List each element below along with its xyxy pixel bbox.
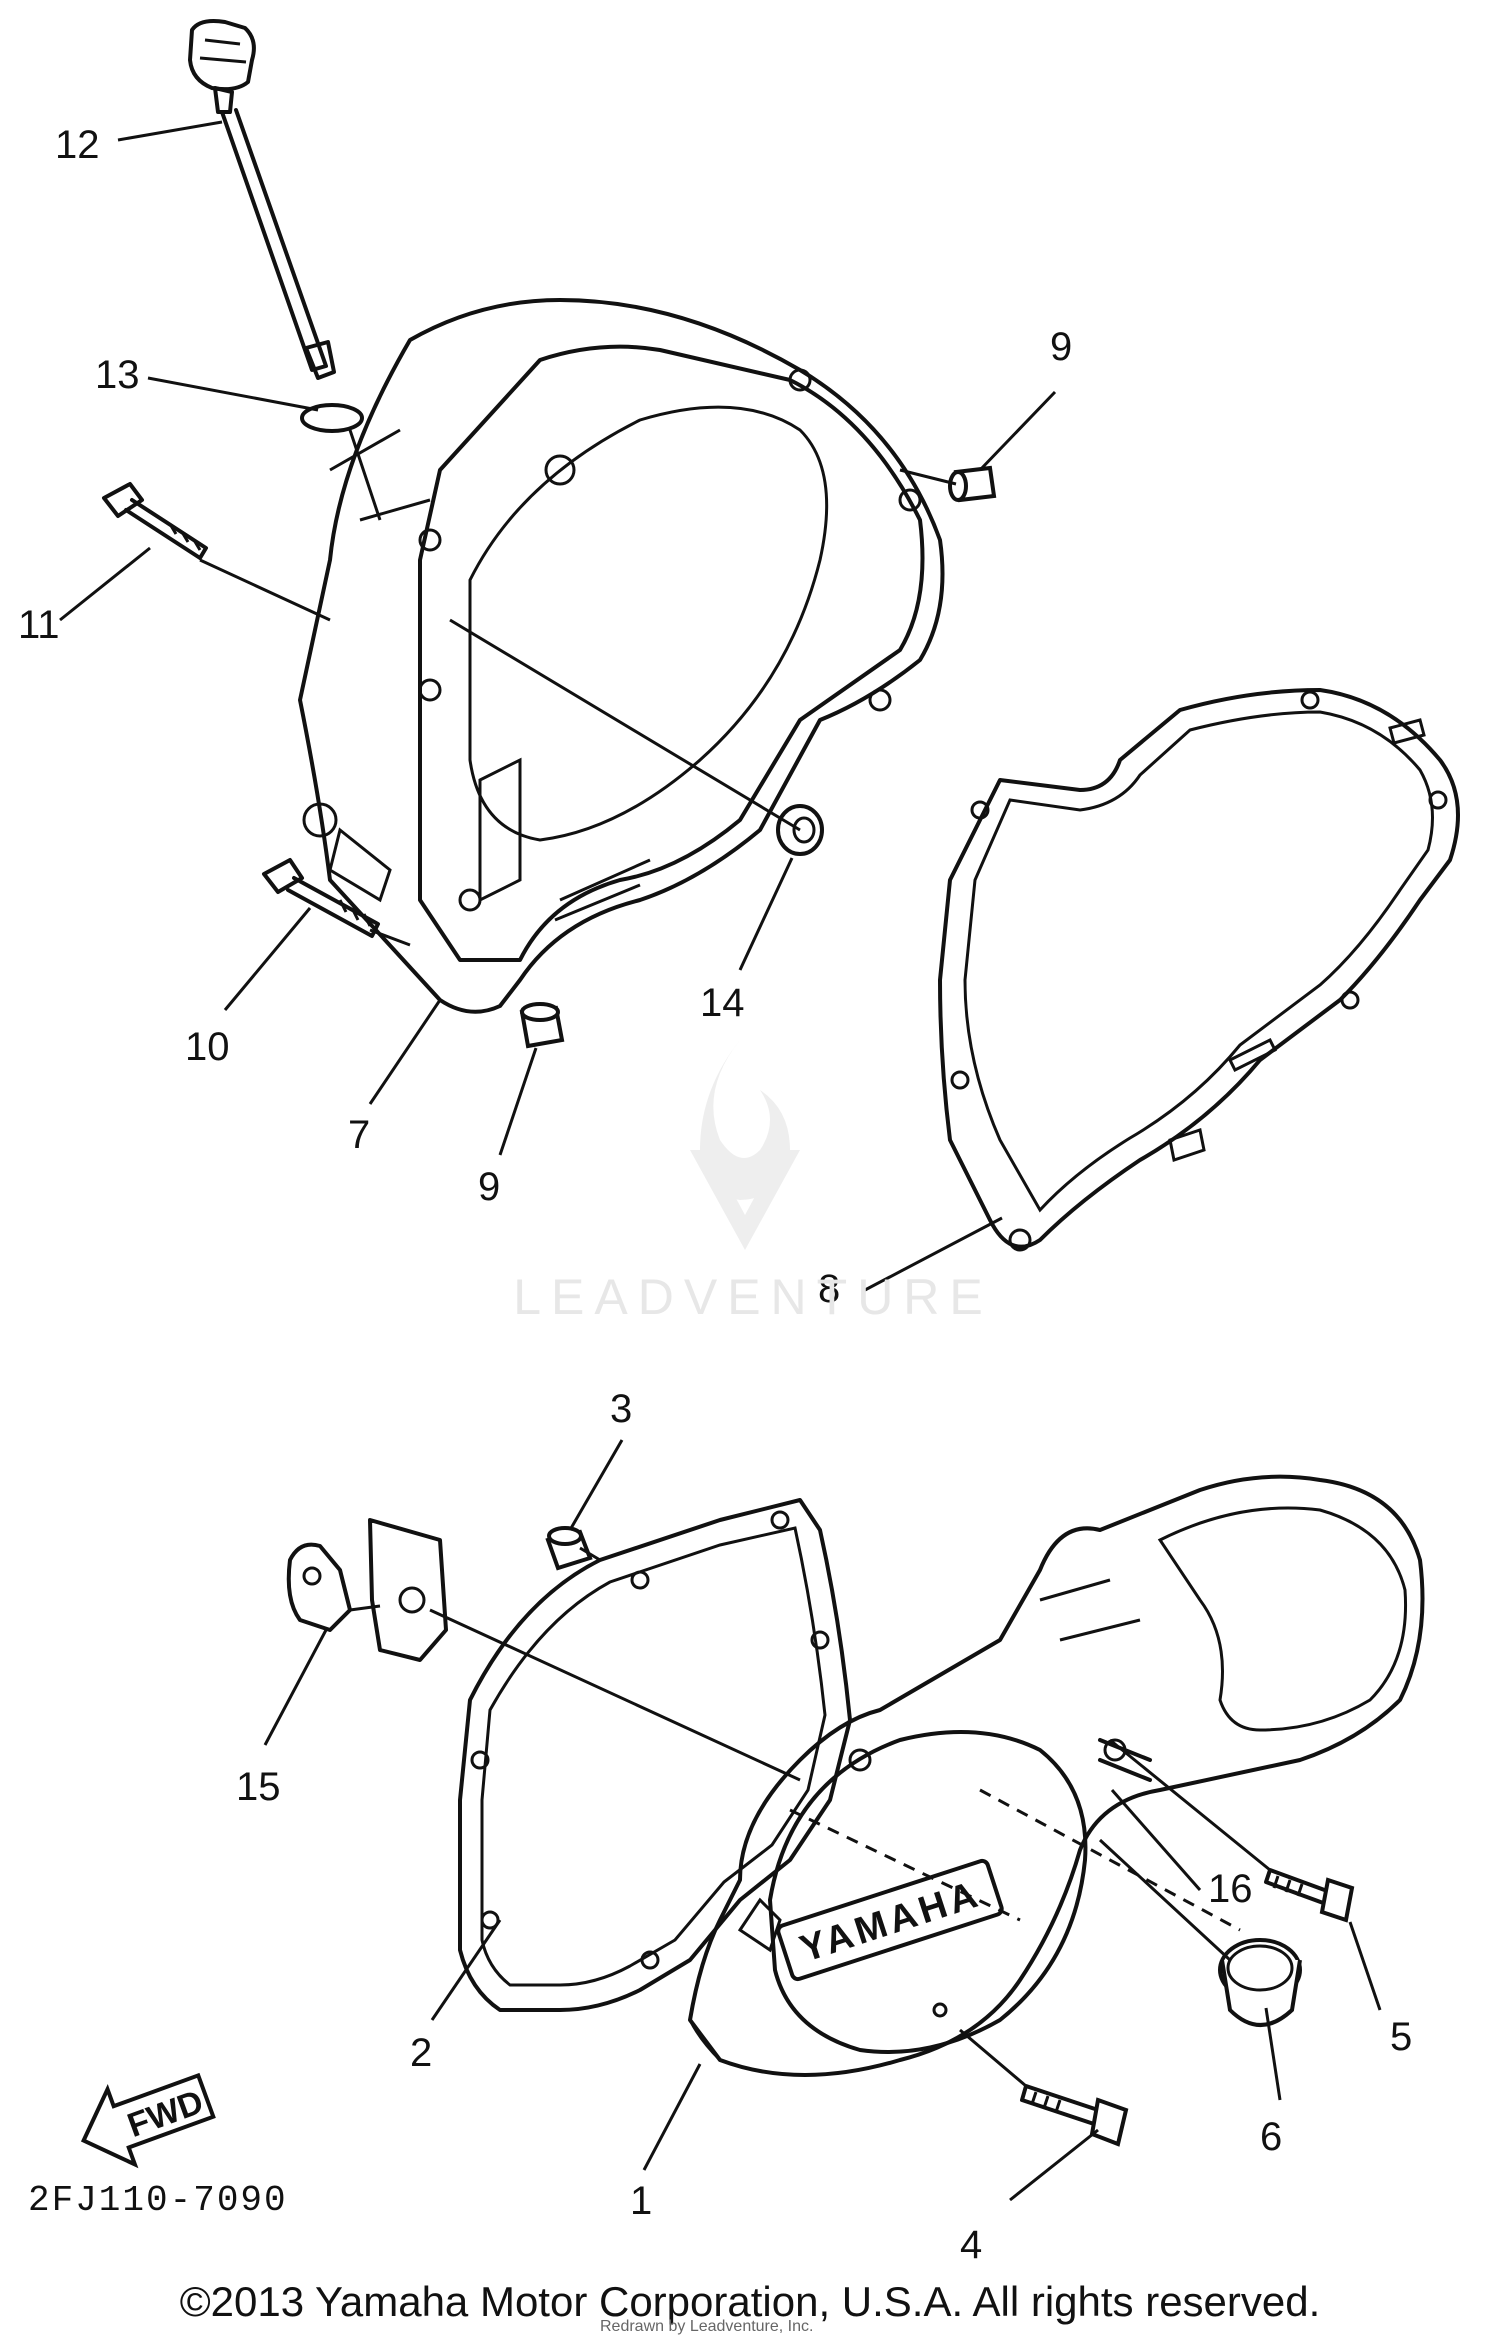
part-12-dipstick: [188, 19, 336, 380]
callout-7: 7: [348, 1113, 370, 1157]
part-2-cover-gasket: [458, 1498, 852, 2012]
callout-3: 3: [610, 1387, 632, 1431]
assembly-line-1: [789, 1788, 1241, 1932]
part-13-o-ring: [300, 403, 364, 433]
part-6-cap: [1218, 1938, 1302, 2027]
callout-leaders: [59, 120, 1382, 2202]
part-7-crankcase-cover: [298, 298, 945, 1014]
leadventure-logo-icon: [690, 1040, 800, 1250]
watermark-text: LEADVENTURE: [513, 1269, 993, 1325]
part-15-bracket: [286, 1518, 448, 1662]
part-16-pin: [1098, 1738, 1152, 1782]
callout-10: 10: [185, 1025, 230, 1069]
part-11-bolt: [102, 482, 208, 560]
callout-12: 12: [55, 123, 100, 167]
callout-14: 14: [700, 981, 745, 1025]
part-3-grommet: [545, 1526, 593, 1571]
callout-13: 13: [95, 353, 140, 397]
part-9-dowel-pin-upper: [948, 465, 997, 503]
redrawn-note: Redrawn by Leadventure, Inc.: [600, 2318, 814, 2335]
part-4-bolt: [1020, 2084, 1129, 2147]
callout-16: 16: [1208, 1867, 1253, 1911]
callout-9-lower: 9: [478, 1165, 500, 1209]
yamaha-badge-text: YAMAHA: [795, 1873, 986, 1971]
callout-11: 11: [18, 603, 60, 647]
callout-1: 1: [630, 2179, 652, 2223]
assembly-line-3: [199, 429, 957, 947]
part-10-bolt: [262, 858, 380, 938]
part-8-gasket: [938, 688, 1460, 1252]
callout-6: 6: [1260, 2115, 1282, 2159]
yamaha-badge: YAMAHA: [776, 1858, 1004, 1982]
callout-numbers: 12 13 11 9 14 10 7 9 8 3 15 16 5 6 2 1 4: [18, 123, 1412, 2267]
part-9-dowel-pin-lower: [519, 1002, 565, 1049]
callout-5: 5: [1390, 2015, 1412, 2059]
callout-9-upper: 9: [1050, 325, 1072, 369]
callout-4: 4: [960, 2223, 982, 2267]
callout-2: 2: [410, 2031, 432, 2075]
part-1-outer-cover: YAMAHA: [688, 1474, 1425, 2077]
assembly-line-2: [429, 1546, 1271, 2088]
callout-8: 8: [818, 1267, 840, 1311]
part-5-bolt: [1264, 1868, 1355, 1923]
fwd-arrow-icon: FWD: [80, 2072, 216, 2169]
copyright-notice: ©2013 Yamaha Motor Corporation, U.S.A. A…: [179, 2278, 1321, 2325]
callout-15: 15: [236, 1765, 281, 1809]
diagram-code: 2FJ110-7090: [28, 2180, 288, 2221]
